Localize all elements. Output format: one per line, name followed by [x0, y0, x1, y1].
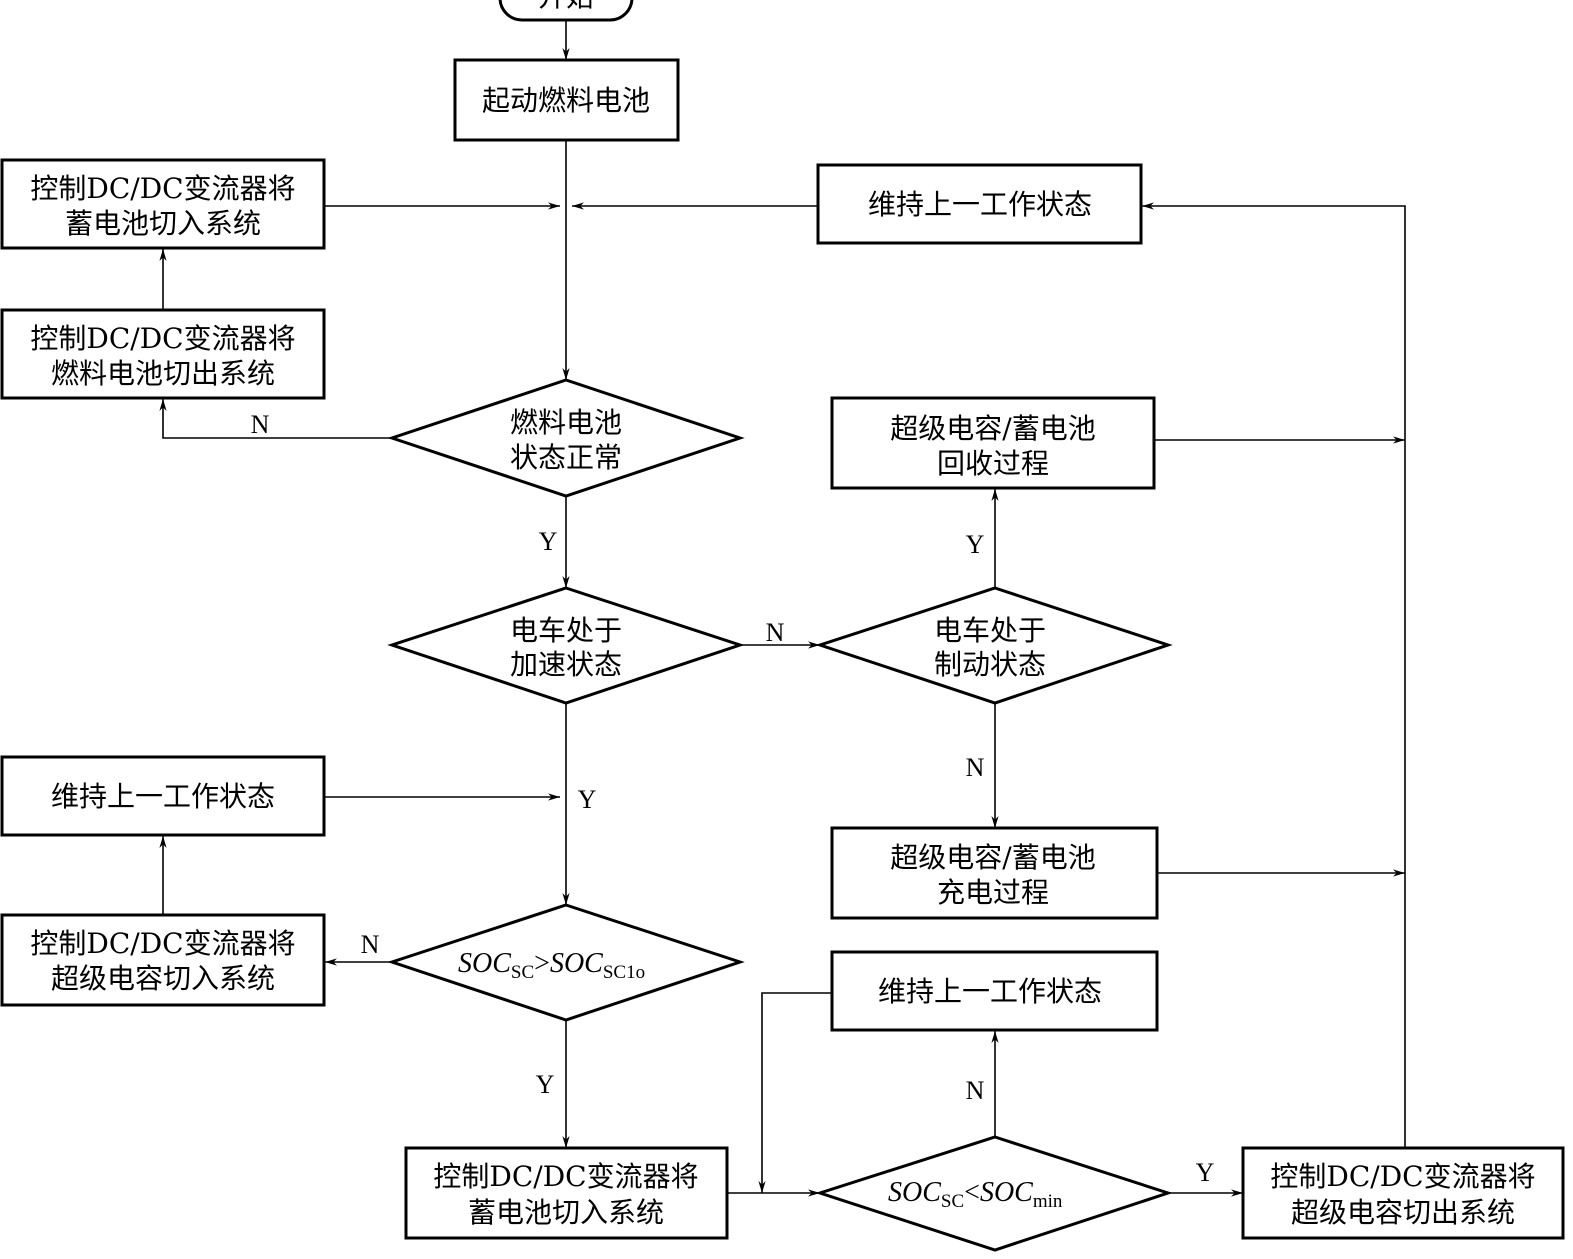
label-no: N	[966, 753, 985, 782]
label-yes: Y	[536, 1070, 555, 1099]
svg-text:超级电容切出系统: 超级电容切出系统	[1291, 1196, 1515, 1229]
start-terminal: 开始	[498, 0, 634, 22]
label-no: N	[966, 1076, 985, 1105]
node-keep-state-top: 维持上一工作状态	[816, 163, 1143, 245]
label-yes: Y	[578, 785, 597, 814]
svg-text:维持上一工作状态: 维持上一工作状态	[878, 975, 1102, 1008]
node-keep-state-left: 维持上一工作状态	[0, 755, 326, 837]
svg-text:状态正常: 状态正常	[510, 441, 622, 474]
svg-text:电车处于: 电车处于	[510, 614, 622, 647]
svg-text:控制DC/DC变流器将: 控制DC/DC变流器将	[1270, 1160, 1535, 1193]
svg-text:控制DC/DC变流器将: 控制DC/DC变流器将	[30, 322, 295, 355]
svg-text:维持上一工作状态: 维持上一工作状态	[51, 780, 275, 813]
node-battery-in-bottom: 控制DC/DC变流器将 蓄电池切入系统	[404, 1146, 729, 1240]
arrow-keep-bottom-loop	[758, 992, 832, 1193]
svg-text:开始: 开始	[538, 0, 594, 13]
svg-text:起动燃料电池: 起动燃料电池	[482, 84, 650, 117]
svg-text:燃料电池切出系统: 燃料电池切出系统	[51, 357, 275, 390]
node-charge: 超级电容/蓄电池 充电过程	[830, 826, 1159, 920]
node-recover: 超级电容/蓄电池 回收过程	[830, 396, 1156, 490]
svg-text:加速状态: 加速状态	[510, 648, 622, 681]
svg-text:充电过程: 充电过程	[937, 876, 1049, 909]
svg-text:蓄电池切入系统: 蓄电池切入系统	[65, 207, 261, 240]
svg-text:回收过程: 回收过程	[937, 447, 1049, 480]
decision-accelerating: 电车处于 加速状态	[387, 586, 745, 705]
decision-soc-below-min: SOCSC<SOCmin	[815, 1135, 1173, 1252]
svg-text:控制DC/DC变流器将: 控制DC/DC变流器将	[433, 1160, 698, 1193]
connectors	[159, 20, 1406, 1197]
node-battery-in-top: 控制DC/DC变流器将 蓄电池切入系统	[0, 158, 326, 250]
svg-text:SOCSC>SOCSC1o: SOCSC>SOCSC1o	[458, 948, 645, 983]
svg-text:燃料电池: 燃料电池	[510, 406, 622, 439]
label-no: N	[361, 930, 380, 959]
svg-text:超级电容/蓄电池: 超级电容/蓄电池	[890, 841, 1095, 874]
label-no: N	[766, 618, 785, 647]
svg-text:制动状态: 制动状态	[934, 648, 1046, 681]
node-fuel-cell-out: 控制DC/DC变流器将 燃料电池切出系统	[0, 308, 326, 400]
svg-text:电车处于: 电车处于	[934, 614, 1046, 647]
node-start-fuel-cell: 起动燃料电池	[453, 58, 680, 142]
decision-braking: 电车处于 制动状态	[815, 586, 1173, 705]
svg-text:蓄电池切入系统: 蓄电池切入系统	[468, 1196, 664, 1229]
node-supercap-in: 控制DC/DC变流器将 超级电容切入系统	[0, 913, 326, 1007]
svg-text:超级电容切入系统: 超级电容切入系统	[51, 962, 275, 995]
svg-text:超级电容/蓄电池: 超级电容/蓄电池	[890, 412, 1095, 445]
label-yes: Y	[539, 527, 558, 556]
svg-text:维持上一工作状态: 维持上一工作状态	[868, 188, 1092, 221]
decision-soc-above-low: SOCSC>SOCSC1o	[387, 903, 745, 1022]
decision-fuel-cell-ok: 燃料电池 状态正常	[387, 378, 745, 498]
label-yes: Y	[1196, 1158, 1215, 1187]
arrow-feedback-loop	[1142, 202, 1406, 1148]
edge-labels: N Y N Y N Y N Y N Y	[251, 410, 1215, 1187]
label-yes: Y	[966, 530, 985, 559]
label-no: N	[251, 410, 270, 439]
node-keep-state-bottom: 维持上一工作状态	[830, 950, 1159, 1032]
node-supercap-out: 控制DC/DC变流器将 超级电容切出系统	[1241, 1146, 1565, 1240]
svg-text:SOCSC<SOCmin: SOCSC<SOCmin	[888, 1177, 1063, 1212]
arrow-fc-ok-no	[159, 399, 392, 439]
svg-text:控制DC/DC变流器将: 控制DC/DC变流器将	[30, 927, 295, 960]
svg-text:控制DC/DC变流器将: 控制DC/DC变流器将	[30, 172, 295, 205]
